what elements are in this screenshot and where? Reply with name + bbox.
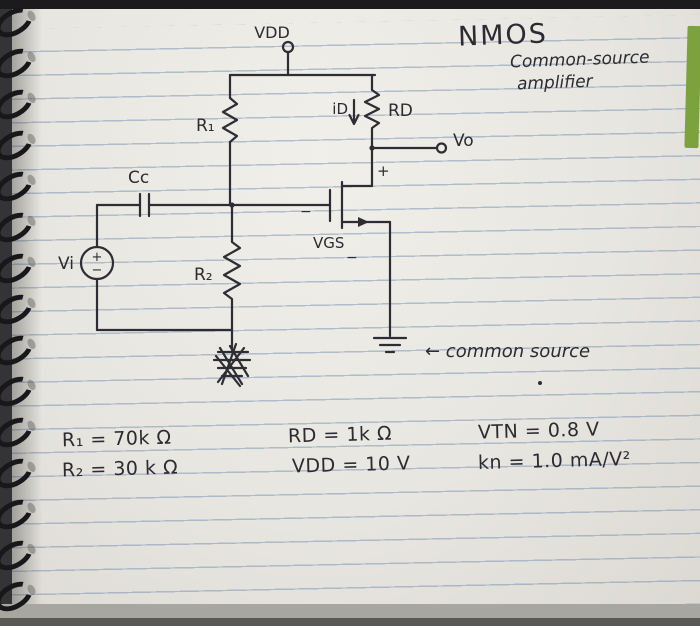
resistor-r1	[221, 73, 239, 207]
capacitor-cc	[95, 192, 234, 218]
rd-label: RD	[388, 101, 413, 121]
resistor-r2	[222, 203, 242, 332]
param-rd: RD = 1k Ω	[287, 422, 393, 448]
mosfet-symbol	[230, 180, 392, 230]
ground-common-source	[372, 336, 408, 354]
page-subtitle-line2: amplifier	[516, 71, 593, 95]
common-source-note: ← common source	[425, 341, 590, 362]
param-kn: kn = 1.0 mA/V²	[477, 448, 632, 474]
page-title: NMOS	[457, 18, 549, 53]
r1-label: R₁	[196, 116, 215, 136]
vgs-label: VGS	[313, 234, 344, 252]
vi-minus-mark: −	[92, 263, 103, 278]
cc-label: Cc	[128, 168, 149, 188]
vdd-label: VDD	[254, 23, 290, 42]
vi-label: Vi	[58, 254, 74, 274]
vo-label: Vo	[453, 131, 474, 151]
resistor-rd	[363, 73, 381, 150]
photo-edge-bottom-dark	[0, 618, 700, 626]
stray-mark	[538, 381, 542, 385]
minus-vgs-mark: −	[346, 250, 358, 266]
param-r2: R₂ = 30 k Ω	[61, 456, 179, 482]
r2-label: R₂	[194, 265, 213, 285]
output-tap	[369, 142, 448, 154]
photo-edge-bottom	[0, 604, 700, 618]
drain-wire	[340, 146, 374, 188]
notebook-paper	[12, 8, 700, 604]
ground-hatched	[212, 328, 252, 388]
vi-plus-mark: +	[92, 250, 103, 265]
vdd-terminal	[281, 40, 295, 77]
param-vtn: VTN = 0.8 V	[477, 418, 600, 444]
param-vdd: VDD = 10 V	[291, 452, 411, 478]
param-r1: R₁ = 70k Ω	[61, 426, 172, 452]
minus-gate-mark: −	[300, 204, 312, 220]
notebook-cover-green-edge	[684, 25, 700, 149]
plus-vds-mark: +	[377, 162, 390, 180]
photo-edge-top	[0, 0, 700, 9]
id-current-arrow	[348, 98, 360, 126]
id-label: iD	[332, 100, 348, 118]
source-vi	[79, 203, 115, 332]
